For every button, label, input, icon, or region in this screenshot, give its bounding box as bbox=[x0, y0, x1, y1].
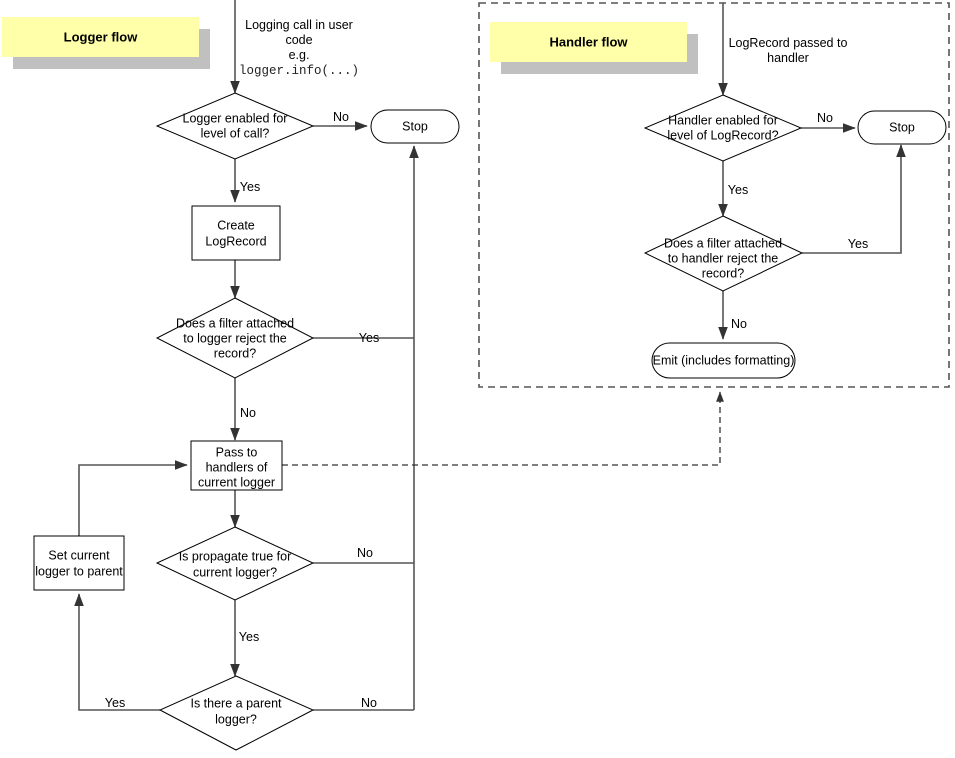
edge-filter-handler-yes-to-stop bbox=[802, 144, 906, 254]
node-create-logrecord[interactable]: Create LogRecord bbox=[191, 205, 281, 261]
node-emit-label: Emit (includes formatting) bbox=[653, 353, 795, 367]
node-logger-enabled-line2: level of call? bbox=[201, 126, 270, 140]
edge-label-propagate-yes: Yes bbox=[239, 630, 259, 644]
handler-entry-caption-line1: LogRecord passed to bbox=[729, 36, 848, 50]
terminator-shape bbox=[651, 342, 796, 379]
edge-label-logger-enabled-yes: Yes bbox=[240, 180, 260, 194]
terminator-shape bbox=[857, 110, 947, 145]
node-set-current-logger-to-parent[interactable]: Set current logger to parent bbox=[33, 535, 125, 591]
process-shape bbox=[191, 205, 281, 261]
edge-label-filter-logger-no: No bbox=[240, 406, 256, 420]
node-parent-logger[interactable]: Is there a parent logger? bbox=[158, 675, 315, 751]
node-propagate-line2: current logger? bbox=[193, 565, 277, 579]
node-logger-stop[interactable]: Stop bbox=[370, 109, 460, 144]
edge-label-filter-logger-yes: Yes bbox=[359, 331, 379, 345]
node-filter-logger-line2: to logger reject the bbox=[183, 331, 287, 345]
node-parent-logger-line1: Is there a parent bbox=[190, 696, 282, 710]
handler-banner-box bbox=[490, 22, 687, 62]
process-shape bbox=[33, 535, 125, 591]
node-propagate[interactable]: Is propagate true for current logger? bbox=[155, 526, 315, 601]
node-handler-enabled-line2: level of LogRecord? bbox=[667, 128, 778, 142]
node-set-parent-line2: logger to parent bbox=[35, 564, 123, 578]
decision-shape bbox=[643, 94, 803, 162]
node-filter-handler[interactable]: Does a filter attached to handler reject… bbox=[643, 215, 804, 292]
logger-flow-banner-label: Logger flow bbox=[64, 29, 139, 44]
edge-label-parent-no: No bbox=[361, 696, 377, 710]
edge-label-propagate-no: No bbox=[357, 546, 373, 560]
handler-flow-banner: Handler flow bbox=[490, 22, 698, 74]
logger-entry-caption-line3: e.g. bbox=[289, 48, 310, 62]
edge-label-filter-handler-no: No bbox=[731, 317, 747, 331]
logger-entry-caption-code: logger.info(...) bbox=[239, 64, 359, 78]
handler-entry-caption-line2: handler bbox=[767, 51, 809, 65]
logger-entry-caption: Logging call in user code e.g. logger.in… bbox=[239, 18, 359, 78]
node-set-parent-line1: Set current bbox=[48, 548, 110, 562]
node-filter-handler-line2: to handler reject the bbox=[668, 251, 779, 265]
node-handler-stop[interactable]: Stop bbox=[857, 110, 947, 145]
node-emit[interactable]: Emit (includes formatting) bbox=[651, 342, 796, 379]
node-parent-logger-line2: logger? bbox=[215, 712, 257, 726]
node-handler-enabled[interactable]: Handler enabled for level of LogRecord? bbox=[643, 94, 803, 162]
node-pass-to-handlers-line3: current logger bbox=[198, 475, 275, 489]
node-filter-logger-line1: Does a filter attached bbox=[176, 316, 294, 330]
node-handler-stop-label: Stop bbox=[889, 120, 915, 134]
node-pass-to-handlers[interactable]: Pass to handlers of current logger bbox=[190, 440, 283, 491]
edge-label-handler-enabled-yes: Yes bbox=[728, 183, 748, 197]
decision-shape bbox=[643, 215, 804, 292]
node-filter-handler-line1: Does a filter attached bbox=[664, 236, 782, 250]
node-handler-enabled-line1: Handler enabled for bbox=[668, 113, 778, 127]
logger-entry-caption-line2: code bbox=[285, 33, 312, 47]
logger-banner-box bbox=[2, 17, 199, 57]
node-propagate-line1: Is propagate true for bbox=[179, 549, 292, 563]
node-logger-stop-label: Stop bbox=[402, 119, 428, 133]
node-filter-logger[interactable]: Does a filter attached to logger reject … bbox=[155, 297, 315, 379]
edge-pass-to-handler-flow bbox=[282, 391, 724, 466]
node-pass-to-handlers-line2: handlers of bbox=[206, 460, 268, 474]
handler-entry-caption: LogRecord passed to handler bbox=[729, 36, 848, 65]
node-create-logrecord-line2: LogRecord bbox=[205, 234, 266, 248]
decision-shape bbox=[158, 675, 315, 751]
node-filter-handler-line3: record? bbox=[702, 266, 744, 280]
node-filter-logger-line3: record? bbox=[214, 346, 256, 360]
logger-flow-banner: Logger flow bbox=[2, 17, 210, 69]
decision-shape bbox=[155, 526, 315, 601]
process-shape bbox=[190, 440, 283, 491]
edge-parent-yes-to-set-parent bbox=[74, 593, 160, 711]
node-logger-enabled[interactable]: Logger enabled for level of call? bbox=[155, 92, 315, 160]
terminator-shape bbox=[370, 109, 460, 144]
node-pass-to-handlers-line1: Pass to bbox=[216, 445, 258, 459]
handler-flow-banner-label: Handler flow bbox=[549, 34, 628, 49]
decision-shape bbox=[155, 297, 315, 379]
edge-label-handler-enabled-no: No bbox=[817, 111, 833, 125]
edge-label-filter-handler-yes: Yes bbox=[848, 237, 868, 251]
edge-set-parent-to-pass bbox=[78, 460, 188, 536]
logger-entry-caption-line1: Logging call in user bbox=[245, 18, 353, 32]
decision-shape bbox=[155, 92, 315, 160]
node-create-logrecord-line1: Create bbox=[217, 218, 255, 232]
handler-flow-container bbox=[478, 2, 950, 388]
edge-label-logger-enabled-no: No bbox=[333, 110, 349, 124]
node-logger-enabled-line1: Logger enabled for bbox=[183, 111, 288, 125]
edge-label-parent-yes: Yes bbox=[105, 696, 125, 710]
